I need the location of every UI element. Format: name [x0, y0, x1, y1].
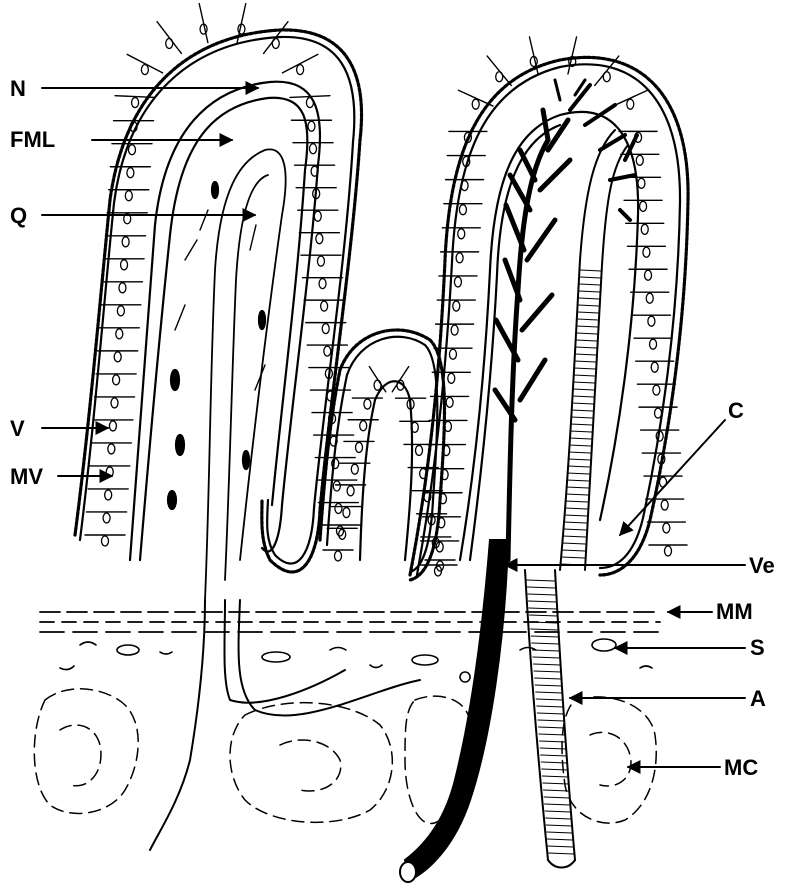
right-villus: [410, 37, 688, 576]
muscularis-mucosae-lines: [40, 612, 660, 632]
label-n: N: [10, 76, 26, 101]
label-fml: FML: [10, 127, 55, 152]
label-a: A: [750, 686, 766, 711]
label-mv: MV: [10, 464, 43, 489]
label-v: V: [10, 416, 25, 441]
label-mc: MC: [724, 755, 758, 780]
label-c: C: [728, 398, 744, 423]
label-s: S: [750, 635, 765, 660]
label-ve: Ve: [749, 553, 775, 578]
label-q: Q: [10, 203, 27, 228]
submucosa-structures: [60, 639, 652, 682]
label-mm: MM: [716, 599, 753, 624]
left-villus: [75, 4, 362, 600]
venule: [405, 540, 508, 880]
venule-opening: [400, 862, 416, 882]
